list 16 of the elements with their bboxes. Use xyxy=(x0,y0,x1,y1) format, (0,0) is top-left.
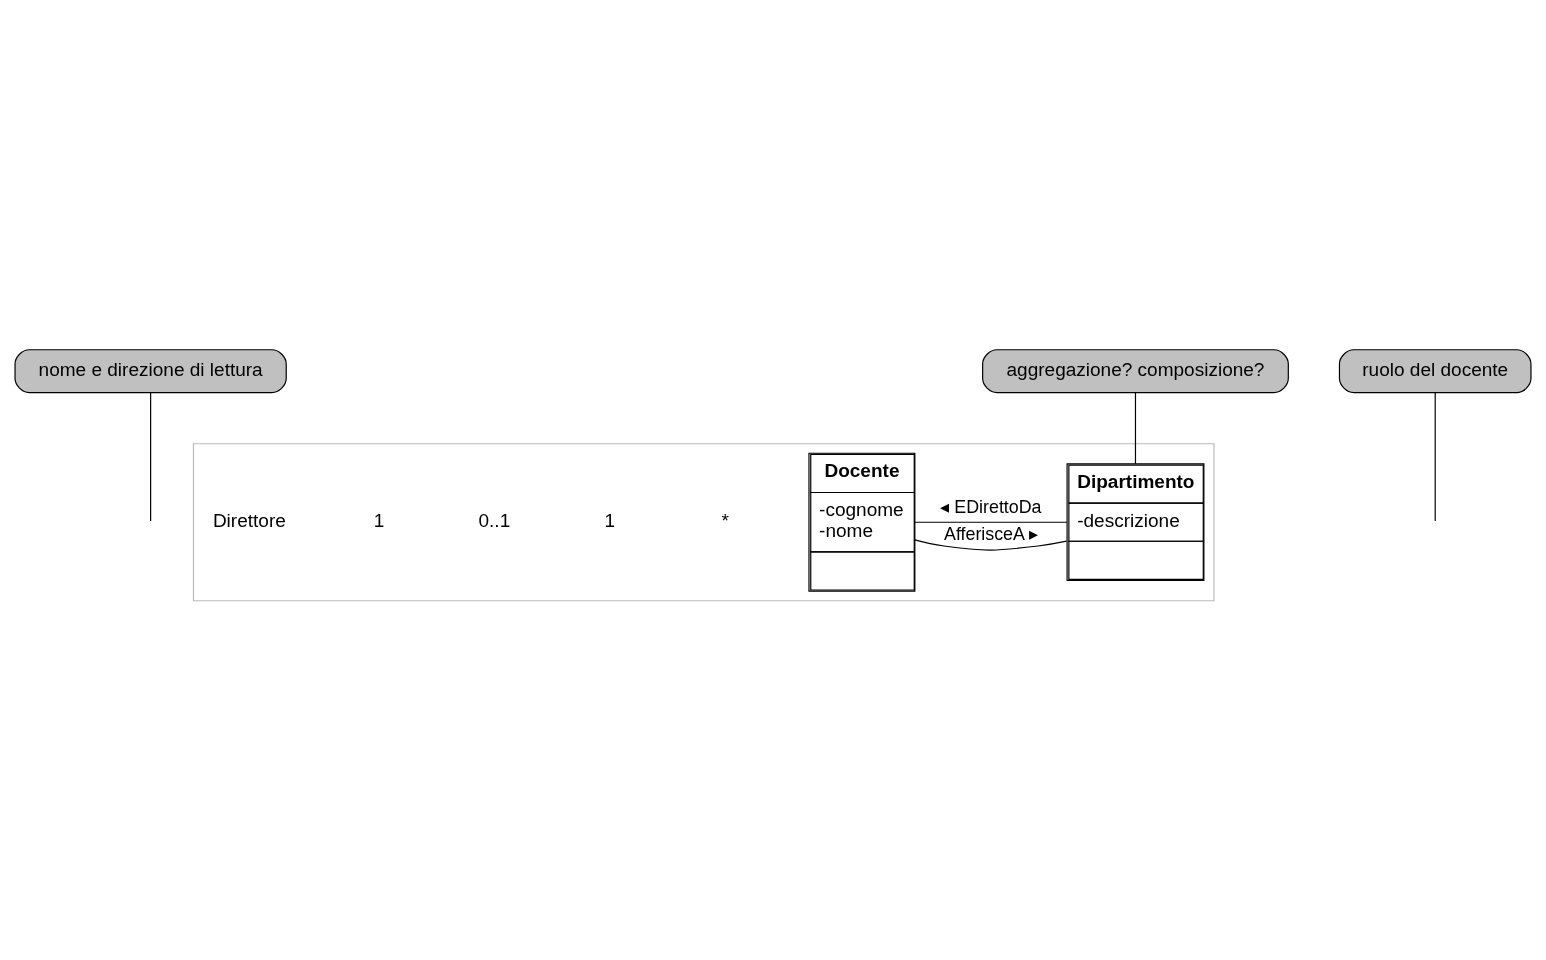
label: 1 xyxy=(604,509,616,531)
cluster xyxy=(192,443,1215,602)
connector xyxy=(1434,392,1436,522)
connector xyxy=(150,392,152,522)
connector xyxy=(914,539,1068,551)
label: Direttore xyxy=(212,509,286,531)
label: 0..1 xyxy=(478,509,511,531)
node-box: aggregazione? composizione? xyxy=(982,349,1289,394)
connector xyxy=(914,521,1068,523)
label: 1 xyxy=(373,509,385,531)
edge-label: AfferisceA ▸ xyxy=(944,524,1038,545)
node-box: nome e direzione di lettura xyxy=(14,349,287,394)
label: * xyxy=(721,509,729,531)
edge-label: ◂ EDirettoDa xyxy=(940,496,1042,517)
node-box: ruolo del docente xyxy=(1338,349,1532,394)
connector xyxy=(1134,392,1137,465)
